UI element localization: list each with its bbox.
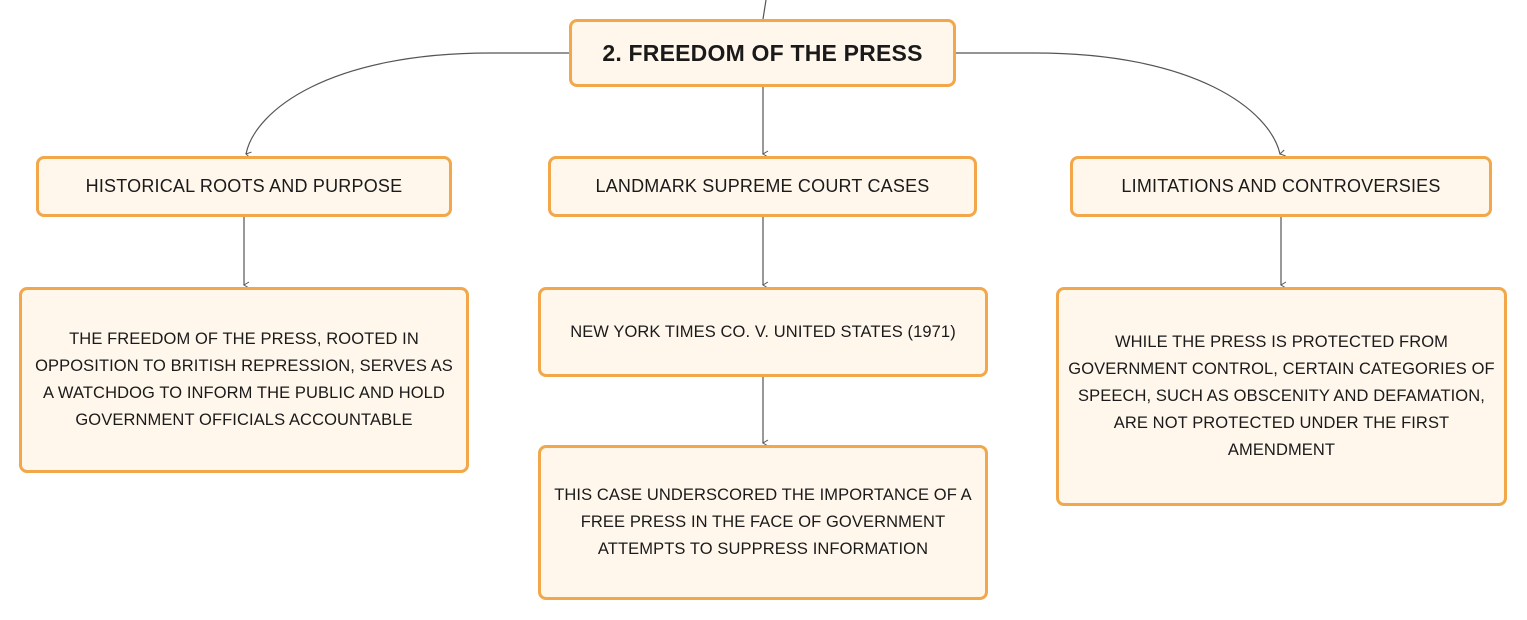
topic-node-label: LANDMARK SUPREME COURT CASES [595,176,930,196]
connector-root-topic-3 [956,52,1286,157]
detail-node-case-importance[interactable]: THIS CASE UNDERSCORED THE IMPORTANCE OF … [538,445,988,600]
detail-node-nyt-case[interactable]: NEW YORK TIMES CO. V. UNITED STATES (197… [538,287,988,377]
detail-node-historical-roots[interactable]: THE FREEDOM OF THE PRESS, ROOTED IN OPPO… [19,287,469,473]
detail-node-text: WHILE THE PRESS IS PROTECTED FROM GOVERN… [1068,333,1495,459]
topic-node-label: HISTORICAL ROOTS AND PURPOSE [85,176,403,196]
root-node-label: 2. FREEDOM OF THE PRESS [602,39,923,66]
root-node-freedom-of-the-press[interactable]: 2. FREEDOM OF THE PRESS [569,19,956,87]
detail-node-text: THE FREEDOM OF THE PRESS, ROOTED IN OPPO… [35,330,453,429]
incoming-connector [762,0,767,20]
detail-node-text: THIS CASE UNDERSCORED THE IMPORTANCE OF … [554,486,972,558]
detail-node-text: NEW YORK TIMES CO. V. UNITED STATES (197… [570,322,956,341]
topic-node-landmark-cases[interactable]: LANDMARK SUPREME COURT CASES [548,156,977,217]
detail-node-limitations[interactable]: WHILE THE PRESS IS PROTECTED FROM GOVERN… [1056,287,1507,506]
connector-root-topic-1 [245,52,569,159]
topic-node-historical-roots[interactable]: HISTORICAL ROOTS AND PURPOSE [36,156,452,217]
topic-node-label: LIMITATIONS AND CONTROVERSIES [1121,176,1441,196]
topic-node-limitations[interactable]: LIMITATIONS AND CONTROVERSIES [1070,156,1492,217]
